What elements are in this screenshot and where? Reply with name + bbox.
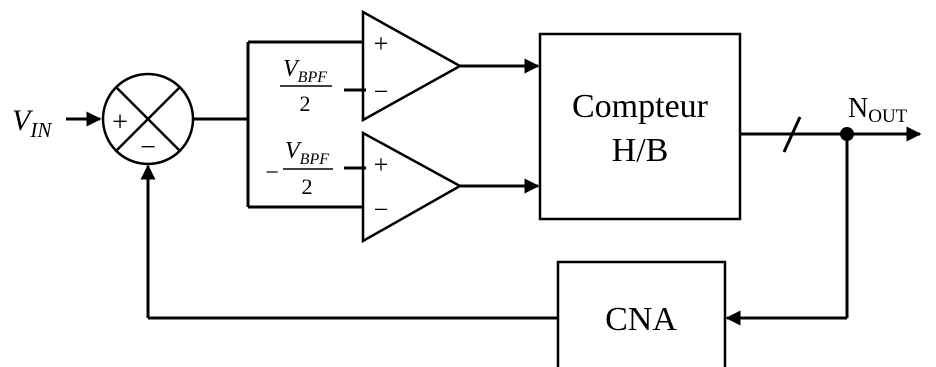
upper-comparator-plus: +	[374, 29, 389, 58]
bus-slash	[782, 116, 802, 153]
svg-text:−: −	[265, 160, 279, 186]
svg-text:VBPF: VBPF	[285, 138, 329, 168]
lower-comparator-minus: −	[374, 195, 389, 224]
upper-comparator: + −	[361, 9, 463, 123]
summer-minus-sign: −	[140, 132, 156, 163]
summer-plus-sign: +	[112, 107, 128, 138]
output-label: NOUT	[848, 93, 908, 127]
dac-label: CNA	[605, 301, 677, 338]
counter-label-line1: Compteur	[572, 88, 709, 125]
svg-text:2: 2	[300, 91, 311, 116]
upper-comparator-minus: −	[374, 77, 389, 106]
lower-threshold-label: − VBPF 2	[265, 138, 333, 199]
lower-comparator: + −	[361, 130, 463, 244]
svg-text:2: 2	[302, 174, 313, 199]
lower-comparator-plus: +	[374, 150, 389, 179]
input-label: VIN	[12, 104, 52, 142]
dac-block: CNA	[556, 260, 727, 367]
counter-label-line2: H/B	[612, 132, 669, 169]
summing-junction: + −	[101, 72, 195, 166]
upper-threshold-label: VBPF 2	[280, 56, 332, 116]
counter-block: Compteur H/B	[538, 32, 742, 221]
svg-text:VBPF: VBPF	[283, 56, 327, 86]
